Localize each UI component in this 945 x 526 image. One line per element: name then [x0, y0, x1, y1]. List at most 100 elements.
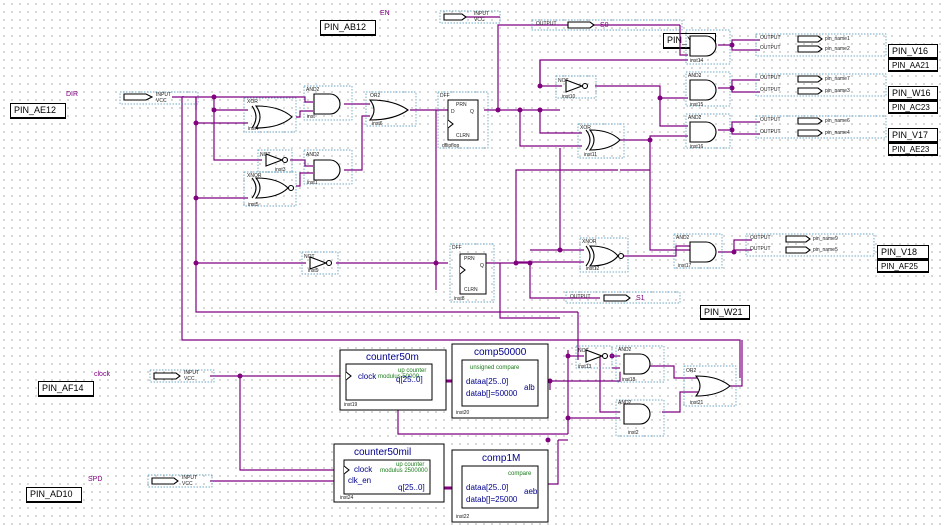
pin-w16: PIN_W16: [888, 86, 938, 101]
svg-text:pin_name6: pin_name6: [825, 118, 850, 124]
svg-text:inst6: inst6: [372, 121, 383, 127]
svg-text:inst24: inst24: [340, 495, 354, 501]
input-en: INPUT VCC: [439, 10, 501, 24]
svg-text:AND2: AND2: [618, 400, 632, 406]
pin-aa21: PIN_AA21: [888, 59, 938, 72]
pin-ac23: PIN_AC23: [888, 101, 938, 114]
svg-text:alb: alb: [524, 383, 535, 392]
svg-text:D: D: [451, 109, 455, 115]
svg-text:counter50mil: counter50mil: [354, 447, 411, 458]
svg-text:XOR: XOR: [580, 125, 591, 131]
svg-text:CLRN: CLRN: [456, 133, 470, 139]
svg-text:aeb: aeb: [524, 487, 538, 496]
and-gate-inst18: AND2 inst18: [615, 345, 665, 383]
output-s1: OUTPUT S1: [565, 291, 681, 304]
svg-text:INPUT: INPUT: [182, 475, 197, 481]
svg-text:VCC: VCC: [182, 481, 193, 487]
svg-text:OUTPUT: OUTPUT: [760, 75, 781, 81]
svg-text:inst22: inst22: [456, 514, 470, 520]
svg-text:inst13: inst13: [578, 364, 592, 370]
xor-gate-inst4: XOR inst4: [243, 97, 297, 133]
xnor-gate-inst5: XNOR inst5: [243, 171, 297, 208]
and-gate-inst16: AND2 inst16: [685, 113, 731, 150]
pin-v16: PIN_V16: [888, 44, 938, 59]
signal-spd-label: SPD: [88, 476, 102, 483]
svg-text:OUTPUT: OUTPUT: [760, 117, 781, 123]
svg-text:inst8: inst8: [454, 296, 465, 302]
pin-ae12: PIN_AE12: [10, 103, 66, 119]
svg-text:INPUT: INPUT: [184, 370, 199, 376]
pin-af14: PIN_AF14: [38, 381, 94, 397]
svg-text:inst1: inst1: [307, 180, 318, 186]
svg-text:inst14: inst14: [690, 58, 704, 64]
svg-text:PRN: PRN: [464, 256, 475, 262]
dff-inst8: DFF PRN Q CLRN inst8: [449, 243, 495, 303]
and-gate-inst: AND2 inst: [303, 85, 353, 121]
svg-text:VCC: VCC: [156, 98, 167, 104]
svg-text:clk_en: clk_en: [348, 476, 371, 485]
or-gate-inst21: OR2 inst21: [683, 365, 737, 407]
svg-text:inst11: inst11: [584, 152, 597, 158]
dff-dflipflop: DFF PRN D Q CLRN dflipflop: [437, 91, 489, 149]
svg-text:up counter: up counter: [398, 368, 426, 374]
svg-text:up counter: up counter: [396, 462, 424, 468]
svg-text:dataa[25..0]: dataa[25..0]: [466, 483, 508, 492]
and-gate-inst1: AND2 inst1: [303, 149, 353, 186]
and-gate-inst15: AND2 inst15: [685, 71, 731, 108]
svg-text:datab[]=25000: datab[]=25000: [466, 495, 518, 504]
svg-text:pin_name7: pin_name7: [825, 76, 850, 82]
svg-text:compare: compare: [508, 471, 532, 477]
svg-text:unsigned compare: unsigned compare: [470, 365, 520, 371]
svg-text:OR2: OR2: [370, 93, 381, 99]
block-comp1m: comp1M compare dataa[25..0] datab[]=2500…: [451, 449, 549, 523]
svg-text:CLRN: CLRN: [464, 287, 478, 293]
svg-text:OUTPUT: OUTPUT: [760, 35, 781, 41]
outputs-group-4: OUTPUT pin_name9 OUTPUT pin_name5: [745, 233, 875, 257]
svg-text:pin_name5: pin_name5: [813, 247, 838, 253]
svg-text:pin_name9: pin_name9: [813, 236, 838, 242]
input-clock: INPUT VCC: [149, 369, 215, 383]
outputs-group-3: OUTPUT pin_name6 OUTPUT pin_name4: [755, 115, 887, 139]
svg-text:pin_name4: pin_name4: [825, 130, 850, 136]
svg-text:datab[]=50000: datab[]=50000: [466, 389, 518, 398]
svg-text:S1: S1: [636, 295, 645, 302]
svg-text:AND2: AND2: [676, 235, 690, 241]
svg-text:comp50000: comp50000: [474, 347, 527, 358]
not-gate-inst9: NOT inst9: [301, 251, 339, 275]
pin-v17: PIN_V17: [888, 128, 938, 143]
svg-text:pin_name3: pin_name3: [825, 88, 850, 94]
pin-ae23: PIN_AE23: [888, 143, 938, 156]
svg-text:q[25..0]: q[25..0]: [398, 483, 425, 492]
svg-text:AND2: AND2: [688, 115, 702, 121]
signal-clock-label: clock: [94, 371, 110, 378]
svg-text:inst10: inst10: [562, 94, 576, 100]
not-gate-inst3: NOT inst3: [257, 149, 293, 173]
svg-text:inst: inst: [307, 114, 315, 120]
svg-text:inst4: inst4: [248, 126, 259, 132]
svg-text:clock: clock: [354, 465, 373, 474]
svg-text:OR2: OR2: [686, 368, 697, 374]
svg-text:NOT: NOT: [260, 152, 271, 158]
svg-text:AND2: AND2: [306, 87, 320, 93]
svg-text:INPUT: INPUT: [474, 11, 489, 17]
svg-text:pin_name2: pin_name2: [825, 46, 850, 52]
svg-text:counter50m: counter50m: [366, 352, 419, 363]
pin-af25: PIN_AF25: [877, 260, 929, 273]
svg-text:inst21: inst21: [690, 400, 704, 406]
svg-text:inst5: inst5: [248, 202, 259, 208]
outputs-group-1: OUTPUT pin_name1 OUTPUT pin_name2: [755, 33, 887, 57]
and-gate-inst2: AND2 inst2: [615, 399, 665, 437]
and-gate-inst17: AND2 inst17: [673, 233, 723, 269]
svg-text:NOT: NOT: [578, 348, 589, 354]
svg-text:inst16: inst16: [690, 144, 704, 150]
block-counter50m: counter50m clock up counter modulus 5000…: [339, 349, 447, 411]
svg-text:inst3: inst3: [275, 167, 286, 173]
xnor-gate-inst12: XNOR inst12: [579, 237, 629, 273]
signal-en-label: EN: [380, 10, 390, 17]
block-counter50mil: counter50mil clock clk_en up counter mod…: [333, 443, 445, 503]
svg-text:AND2: AND2: [306, 152, 320, 158]
input-spd: INPUT VCC: [147, 474, 213, 488]
svg-text:inst9: inst9: [308, 268, 319, 274]
svg-text:XNOR: XNOR: [247, 173, 262, 179]
